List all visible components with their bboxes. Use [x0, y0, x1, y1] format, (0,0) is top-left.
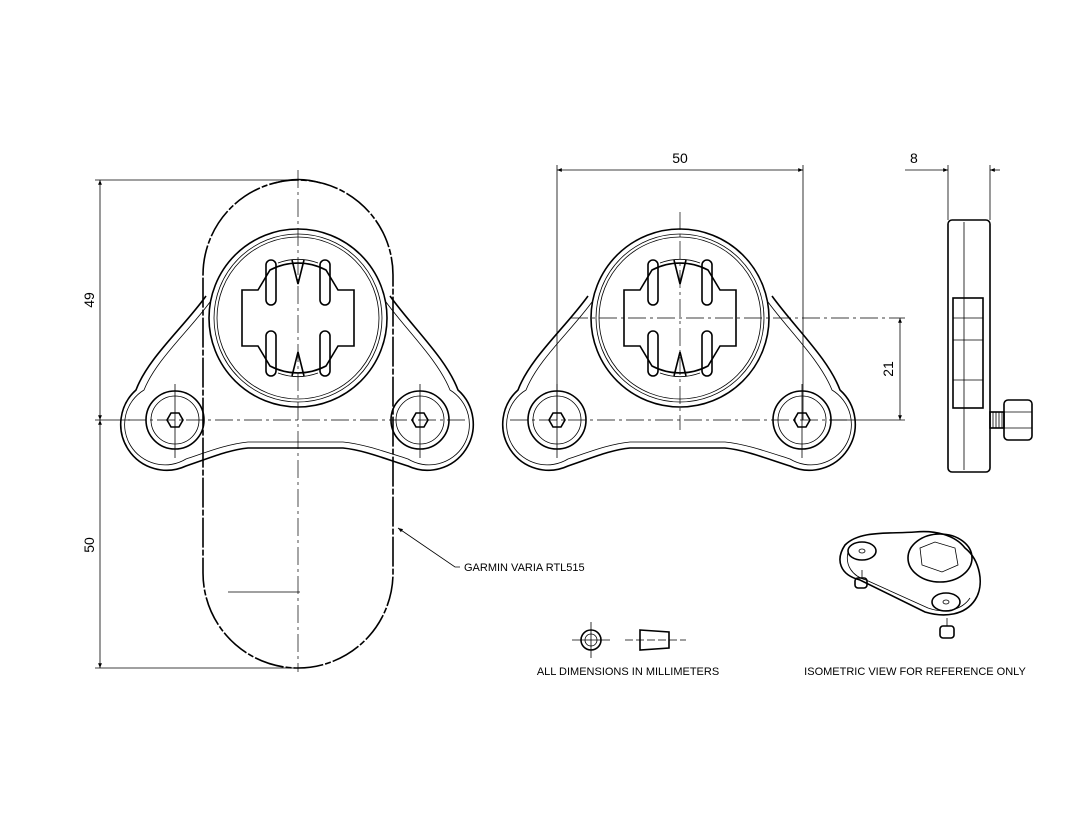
side-view: 8	[905, 150, 1033, 473]
units-note: ALL DIMENSIONS IN MILLIMETERS	[537, 666, 719, 678]
isometric-view	[839, 530, 981, 639]
callout-garmin-varia: GARMIN VARIA RTL515	[464, 562, 585, 574]
dimension-49: 49	[81, 292, 97, 308]
dimension-8: 8	[910, 150, 918, 166]
front-view: 50 21	[501, 150, 905, 472]
dimension-21: 21	[880, 361, 896, 377]
dimension-left: 49 50	[81, 179, 298, 669]
dimension-50-horizontal: 50	[672, 150, 688, 166]
projection-symbol	[572, 622, 686, 658]
callout-leader: GARMIN VARIA RTL515	[397, 527, 585, 574]
dimension-50-vertical: 50	[81, 537, 97, 553]
isometric-note: ISOMETRIC VIEW FOR REFERENCE ONLY	[804, 666, 1026, 678]
top-view-with-radar	[119, 170, 475, 672]
